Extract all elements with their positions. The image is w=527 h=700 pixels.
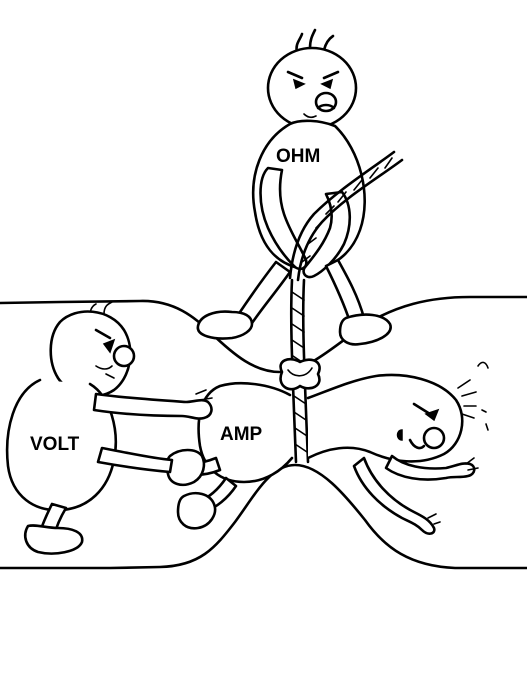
amp-upper-shoe <box>165 448 206 487</box>
ohm-character: OHM <box>196 28 392 346</box>
amp-lower-arm <box>352 456 436 535</box>
pipe-top-wall <box>0 295 527 374</box>
amp-head <box>306 373 464 463</box>
amp-nose <box>422 426 446 450</box>
rope-knot <box>279 358 321 391</box>
ohm-left-shoe <box>196 310 254 340</box>
amp-lower-shoe <box>176 491 217 530</box>
volt-label: VOLT <box>30 434 80 455</box>
ohm-right-leg <box>324 258 366 324</box>
ohm-right-shoe <box>338 313 392 346</box>
volt-lower-arm <box>96 446 174 474</box>
ohm-right-arm <box>302 190 352 279</box>
volt-character: VOLT <box>5 301 213 555</box>
volt-nose <box>112 344 136 368</box>
volt-shoe <box>24 524 84 555</box>
volt-arm <box>92 392 213 420</box>
amp-character: AMP <box>165 361 489 535</box>
pipe <box>0 295 527 570</box>
amp-label: AMP <box>220 424 263 445</box>
ohm-head <box>266 46 358 130</box>
ohm-label: OHM <box>276 146 320 167</box>
volt-head <box>49 310 132 398</box>
amp-upper-arm <box>384 454 476 481</box>
amp-body <box>197 381 294 484</box>
pipe-bottom-wall <box>0 463 527 570</box>
